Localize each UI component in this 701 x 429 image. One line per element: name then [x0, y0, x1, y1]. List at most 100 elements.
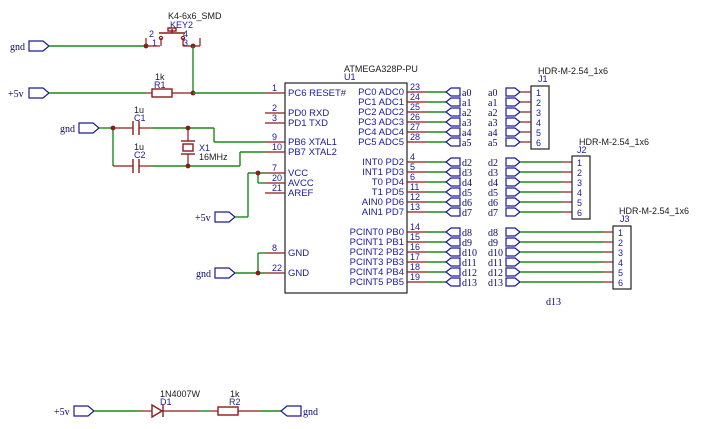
u1-left-pin-label: VCC: [288, 168, 308, 179]
r1-ref: R1: [154, 80, 166, 90]
c1-value: 1u: [134, 105, 144, 115]
j2-net-flag: [505, 197, 521, 207]
j2-pin-number: 5: [577, 198, 582, 208]
header-j2: HDR-M-2.54_1x6 J2: [571, 137, 649, 220]
j1-net-flag: [505, 97, 521, 107]
u1-right-pin-number: 14: [410, 222, 420, 232]
j3-net-flag: [505, 227, 521, 237]
u1-right-pin-number: 17: [410, 252, 420, 262]
j2-pin-number: 6: [577, 208, 582, 218]
vcc-flag-mcu-label: +5v: [195, 213, 211, 224]
u1-right-pin-number: 26: [410, 112, 420, 122]
u1-left-pin-label: GND: [288, 268, 309, 279]
u1-net-flag: [445, 227, 461, 237]
resistor-r1: 1k R1: [146, 72, 193, 98]
u1-net-label: d11: [462, 258, 477, 269]
u1-right-pin-label: PC2 ADC2: [358, 107, 404, 118]
j2-net-label: d5: [488, 188, 498, 199]
u1-right-pin-label: PCINT3 PB3: [350, 257, 404, 268]
u1-net-label: d9: [462, 238, 472, 249]
u1-right-pin-number: 15: [410, 232, 420, 242]
u1-right-pin-number: 27: [410, 122, 420, 132]
j2-net-label: d6: [488, 198, 498, 209]
j2-name: HDR-M-2.54_1x6: [579, 137, 649, 147]
j3-net-flag: [505, 267, 521, 277]
key2-name: K4-6x6_SMD: [168, 11, 222, 21]
j3-net-label: d11: [488, 258, 503, 269]
u1-right-pin-number: 24: [410, 92, 420, 102]
u1-net-label: d5: [462, 188, 472, 199]
gnd-flag-crystal-label: gnd: [60, 124, 75, 135]
u1-left-pin-number: 22: [272, 263, 282, 273]
u1-right-pin-label: AIN0 PD6: [362, 197, 404, 208]
c1-ref: C1: [134, 113, 146, 123]
diode-d1: 1N4007W D1: [140, 389, 201, 419]
r1-value: 1k: [155, 72, 165, 82]
j1-pin-number: 6: [536, 138, 541, 148]
u1-right-pin-number: 4: [410, 152, 415, 162]
u1-net-flag: [445, 127, 461, 137]
stray-net-label: d13: [546, 297, 561, 308]
u1-right-pin-number: 11: [410, 182, 419, 192]
u1-left-pin-number: 20: [272, 173, 282, 183]
u1-right-pin-label: T0 PD4: [372, 177, 404, 188]
vcc-flag-power-label: +5v: [54, 407, 70, 418]
r2-value: 1k: [230, 389, 240, 399]
j2-net-label: d4: [488, 178, 498, 189]
j3-net-label: d10: [488, 248, 503, 259]
u1-net-label: a2: [462, 108, 471, 119]
j2-net-flag: [505, 177, 521, 187]
x1-ref: X1: [199, 143, 210, 153]
j1-pin-number: 3: [536, 108, 541, 118]
u1-net-label: a5: [462, 138, 471, 149]
j2-net-label: d3: [488, 168, 498, 179]
j1-pin-number: 5: [536, 128, 541, 138]
gnd-flag-mcu-label: gnd: [196, 269, 211, 280]
u1-left-pin-number: 3: [272, 113, 277, 123]
u1-net-label: d3: [462, 168, 472, 179]
j3-net-label: d12: [488, 268, 503, 279]
j3-net-flag: [505, 277, 521, 287]
u1-net-label: d6: [462, 198, 472, 209]
u1-net-flag: [445, 237, 461, 247]
u1-net-label: a4: [462, 128, 471, 139]
u1-net-flag: [445, 207, 461, 217]
key2-pin-4: 4: [183, 29, 188, 39]
gnd-flag-top-label: gnd: [10, 42, 25, 53]
u1-left-pin-number: 2: [272, 103, 277, 113]
key2-pin-1: 1: [152, 38, 157, 48]
u1-left-pin-number: 21: [272, 183, 282, 193]
j1-net-flag: [505, 137, 521, 147]
u1-left-pin-label: GND: [288, 248, 309, 259]
j1-net-flag: [505, 107, 521, 117]
u1-left-pin-label: PD0 RXD: [288, 108, 329, 119]
u1-right-pin-number: 18: [410, 262, 420, 272]
j3-net-flag: [505, 257, 521, 267]
resistor-r2: 1k R2: [210, 389, 260, 416]
u1-net-flag: [445, 167, 461, 177]
u1-right-pin-label: PC0 ADC0: [358, 87, 404, 98]
j3-pin-number: 4: [618, 258, 623, 268]
d1-ref: D1: [160, 397, 172, 407]
vcc-flag-power: +5v: [54, 405, 95, 418]
vcc-flag-reset: +5v: [8, 87, 50, 100]
u1-net-flag: [445, 97, 461, 107]
j2-pin-number: 4: [577, 188, 582, 198]
u1-left-pin-label: PC6 RESET#: [288, 88, 347, 99]
j1-net-label: a3: [488, 118, 497, 129]
u1-right-pin-number: 28: [410, 132, 420, 142]
j3-pin-number: 1: [618, 228, 623, 238]
u1-net-label: d13: [462, 278, 477, 289]
j1-net-label: a5: [488, 138, 497, 149]
j2-net-label: d7: [488, 208, 498, 219]
j1-pin-number: 4: [536, 118, 541, 128]
j3-name: HDR-M-2.54_1x6: [619, 206, 689, 216]
c2-ref: C2: [134, 150, 146, 160]
u1-left-pin-number: 10: [272, 142, 282, 152]
u1-net-label: a0: [462, 88, 471, 99]
u1-right-pin-label: INT1 PD3: [362, 167, 404, 178]
